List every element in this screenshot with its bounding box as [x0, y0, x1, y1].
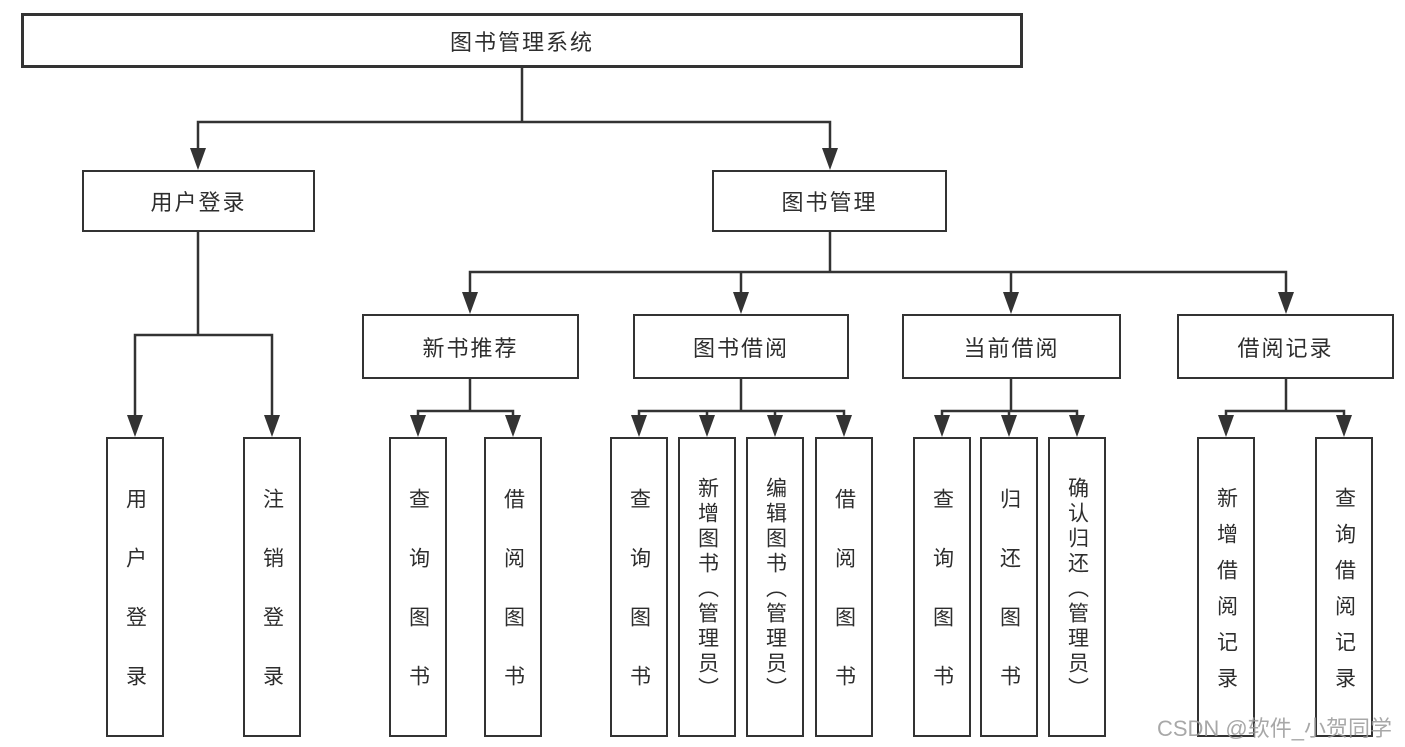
connector-edges — [133, 66, 1346, 423]
node-current-borrowing: 当前借阅 — [902, 314, 1121, 379]
node-label: 图书借阅 — [692, 335, 789, 361]
leaf-borrow-books-recommend: 借阅图书 — [484, 437, 542, 737]
leaf-query-books-recommend: 查询图书 — [389, 437, 447, 737]
leaf-query-books-current: 查询图书 — [913, 437, 971, 737]
node-label: 查询图书 — [627, 488, 651, 724]
node-label: 借阅记录 — [1237, 335, 1334, 361]
node-new-book-recommendation: 新书推荐 — [362, 314, 579, 379]
node-label: 新增借阅记录 — [1214, 486, 1238, 703]
csdn-watermark: CSDN @软件_小贺同学 — [1156, 716, 1392, 741]
leaf-user-login: 用户登录 — [106, 437, 164, 737]
node-label: 归还图书 — [997, 488, 1021, 724]
node-label: 确认归还（管理员） — [1065, 476, 1089, 702]
node-label: 查询图书 — [406, 488, 430, 724]
node-label: 图书管理系统 — [449, 29, 594, 55]
node-label: 新增图书（管理员） — [695, 476, 719, 702]
leaf-query-borrow-record: 查询借阅记录 — [1315, 437, 1373, 737]
leaf-logout: 注销登录 — [243, 437, 301, 737]
leaf-borrow-books-borrowing: 借阅图书 — [815, 437, 873, 737]
leaf-edit-book-admin: 编辑图书（管理员） — [746, 437, 804, 737]
leaf-add-book-admin: 新增图书（管理员） — [678, 437, 736, 737]
leaf-add-borrow-record: 新增借阅记录 — [1197, 437, 1255, 737]
node-user-login: 用户登录 — [82, 170, 315, 232]
node-label: 编辑图书（管理员） — [763, 476, 787, 702]
node-book-borrowing: 图书借阅 — [633, 314, 849, 379]
leaf-return-books: 归还图书 — [980, 437, 1038, 737]
node-label: 注销登录 — [260, 488, 284, 724]
node-label: 查询借阅记录 — [1332, 486, 1356, 703]
node-label: 查询图书 — [930, 488, 954, 724]
leaf-query-books-borrowing: 查询图书 — [610, 437, 668, 737]
node-label: 新书推荐 — [422, 335, 519, 361]
node-label: 借阅图书 — [832, 488, 856, 724]
node-borrowing-records: 借阅记录 — [1177, 314, 1394, 379]
leaf-confirm-return-admin: 确认归还（管理员） — [1048, 437, 1106, 737]
node-library-management-system: 图书管理系统 — [21, 13, 1023, 68]
node-label: 用户登录 — [123, 488, 147, 724]
node-label: 当前借阅 — [963, 335, 1060, 361]
node-label: 用户登录 — [150, 190, 247, 215]
node-book-management: 图书管理 — [712, 170, 947, 232]
node-label: 借阅图书 — [501, 488, 525, 724]
node-label: 图书管理 — [781, 190, 878, 215]
arrowheads — [127, 148, 1352, 437]
